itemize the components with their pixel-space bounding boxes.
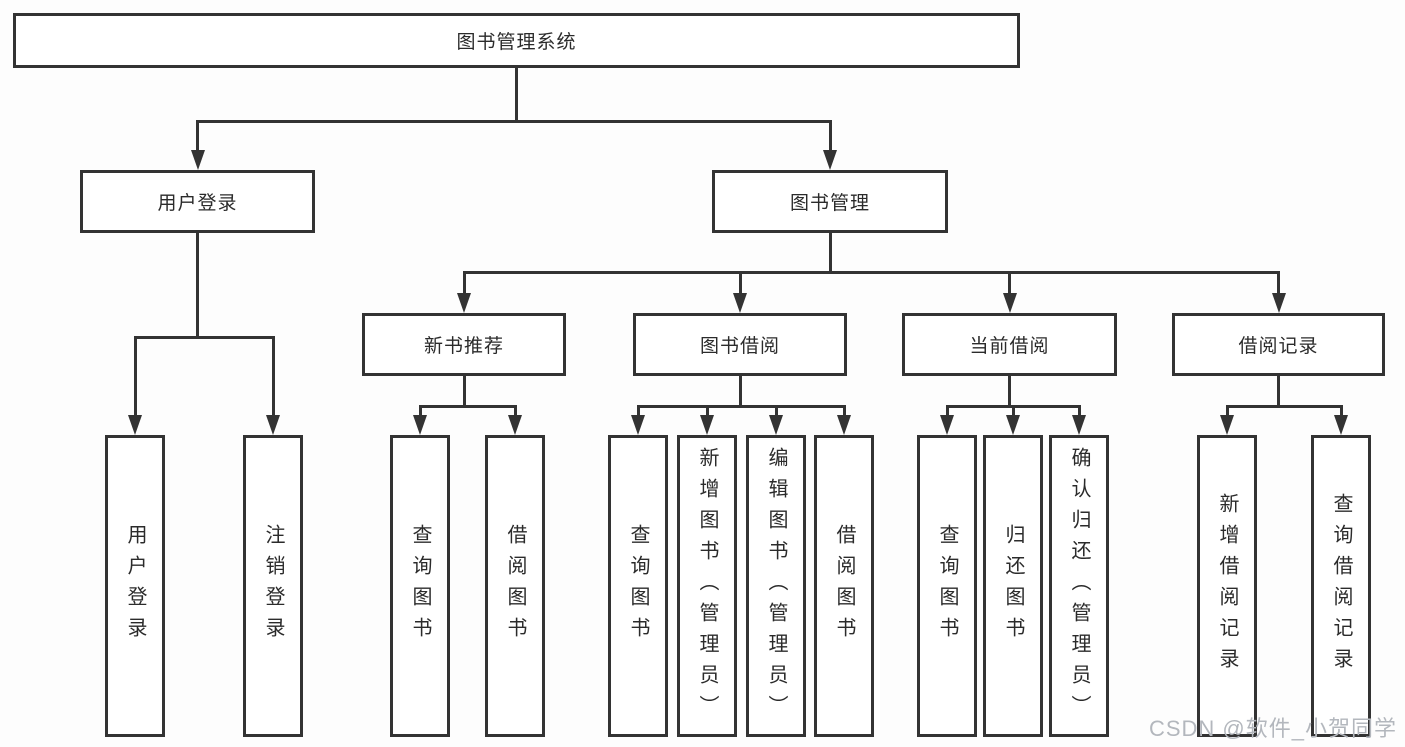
connector-drop bbox=[636, 405, 640, 417]
node-label: 新增借阅记录 bbox=[1216, 493, 1238, 679]
arrowhead-down-icon bbox=[413, 415, 427, 435]
node-leaf-query-book-3: 查询图书 bbox=[917, 435, 977, 737]
arrowhead-down-icon bbox=[128, 415, 142, 435]
connector-drop bbox=[1339, 405, 1343, 417]
connector-stem bbox=[462, 376, 466, 408]
node-leaf-query-book-1: 查询图书 bbox=[390, 435, 450, 737]
connector-drop bbox=[705, 405, 709, 417]
node-label: 查询图书 bbox=[936, 524, 958, 648]
arrowhead-down-icon bbox=[769, 415, 783, 435]
connector-stem bbox=[515, 68, 518, 123]
node-leaf-edit-book: 编辑图书（管理员） bbox=[746, 435, 806, 737]
connector-drop bbox=[842, 405, 846, 417]
node-label: 借阅记录 bbox=[1238, 336, 1319, 357]
node-current-borrow: 当前借阅 bbox=[902, 313, 1117, 376]
connector-stem bbox=[738, 376, 742, 408]
arrowhead-down-icon bbox=[631, 415, 645, 435]
node-leaf-confirm-return: 确认归还（管理员） bbox=[1049, 435, 1109, 737]
connector-stem bbox=[1277, 376, 1280, 408]
node-leaf-logout-login: 注销登录 bbox=[243, 435, 303, 737]
connector-bus bbox=[133, 336, 275, 339]
arrowhead-down-icon bbox=[823, 150, 837, 170]
connector-drop bbox=[828, 120, 832, 152]
connector-drop bbox=[1008, 271, 1011, 295]
node-label: 查询图书 bbox=[627, 524, 649, 648]
connector-bus bbox=[196, 120, 832, 123]
connector-drop bbox=[418, 405, 422, 417]
node-label: 确认归还（管理员） bbox=[1068, 446, 1090, 726]
node-user-login: 用户登录 bbox=[80, 170, 315, 233]
connector-drop bbox=[1225, 405, 1229, 417]
arrowhead-down-icon bbox=[700, 415, 714, 435]
connector-stem bbox=[196, 233, 199, 339]
node-label: 借阅图书 bbox=[504, 524, 526, 648]
arrowhead-down-icon bbox=[266, 415, 280, 435]
node-leaf-add-record: 新增借阅记录 bbox=[1197, 435, 1257, 737]
connector-stem bbox=[828, 233, 832, 274]
node-leaf-query-book-2: 查询图书 bbox=[608, 435, 668, 737]
connector-drop bbox=[1077, 405, 1081, 417]
arrowhead-down-icon bbox=[837, 415, 851, 435]
node-leaf-user-login: 用户登录 bbox=[105, 435, 165, 737]
node-label: 借阅图书 bbox=[833, 524, 855, 648]
node-label: 用户登录 bbox=[157, 193, 238, 214]
arrowhead-down-icon bbox=[508, 415, 522, 435]
node-label: 图书管理 bbox=[789, 193, 870, 214]
arrowhead-down-icon bbox=[1220, 415, 1234, 435]
arrowhead-down-icon bbox=[1002, 293, 1017, 313]
arrowhead-down-icon bbox=[1006, 415, 1020, 435]
connector-drop bbox=[133, 336, 137, 417]
connector-drop bbox=[1277, 271, 1280, 295]
node-label: 用户登录 bbox=[124, 524, 146, 648]
connector-bus bbox=[1225, 405, 1343, 408]
connector-bus bbox=[418, 405, 517, 408]
node-book-borrow: 图书借阅 bbox=[633, 313, 847, 376]
node-label: 注销登录 bbox=[262, 524, 284, 648]
node-leaf-query-record: 查询借阅记录 bbox=[1311, 435, 1371, 737]
node-leaf-add-book: 新增图书（管理员） bbox=[677, 435, 737, 737]
node-book-management: 图书管理 bbox=[712, 170, 948, 233]
connector-drop bbox=[945, 405, 949, 417]
node-label: 新增图书（管理员） bbox=[696, 446, 718, 726]
connector-drop bbox=[513, 405, 517, 417]
connector-drop bbox=[462, 271, 466, 295]
node-label: 查询借阅记录 bbox=[1330, 493, 1352, 679]
connector-bus bbox=[462, 271, 1280, 274]
arrowhead-down-icon bbox=[733, 293, 747, 313]
node-borrow-record: 借阅记录 bbox=[1172, 313, 1385, 376]
connector-drop bbox=[1011, 405, 1015, 417]
node-leaf-borrow-book-2: 借阅图书 bbox=[814, 435, 874, 737]
node-label: 编辑图书（管理员） bbox=[765, 446, 787, 726]
node-label: 归还图书 bbox=[1002, 524, 1024, 648]
arrowhead-down-icon bbox=[1072, 415, 1086, 435]
arrowhead-down-icon bbox=[940, 415, 954, 435]
node-leaf-return-book: 归还图书 bbox=[983, 435, 1043, 737]
node-label: 图书借阅 bbox=[699, 336, 780, 357]
connector-bus bbox=[636, 405, 846, 408]
connector-drop bbox=[738, 271, 742, 295]
connector-drop bbox=[196, 120, 199, 152]
connector-stem bbox=[1008, 376, 1011, 408]
arrowhead-down-icon bbox=[190, 150, 205, 170]
node-new-book-recommend: 新书推荐 bbox=[362, 313, 566, 376]
node-label: 新书推荐 bbox=[423, 336, 504, 357]
connector-drop bbox=[774, 405, 778, 417]
node-leaf-borrow-book-1: 借阅图书 bbox=[485, 435, 545, 737]
node-root: 图书管理系统 bbox=[13, 13, 1020, 68]
arrowhead-down-icon bbox=[1334, 415, 1348, 435]
node-label: 图书管理系统 bbox=[456, 32, 577, 53]
arrowhead-down-icon bbox=[457, 293, 471, 313]
connector-drop bbox=[271, 336, 275, 417]
arrowhead-down-icon bbox=[1271, 293, 1286, 313]
node-label: 当前借阅 bbox=[969, 336, 1050, 357]
node-label: 查询图书 bbox=[409, 524, 431, 648]
